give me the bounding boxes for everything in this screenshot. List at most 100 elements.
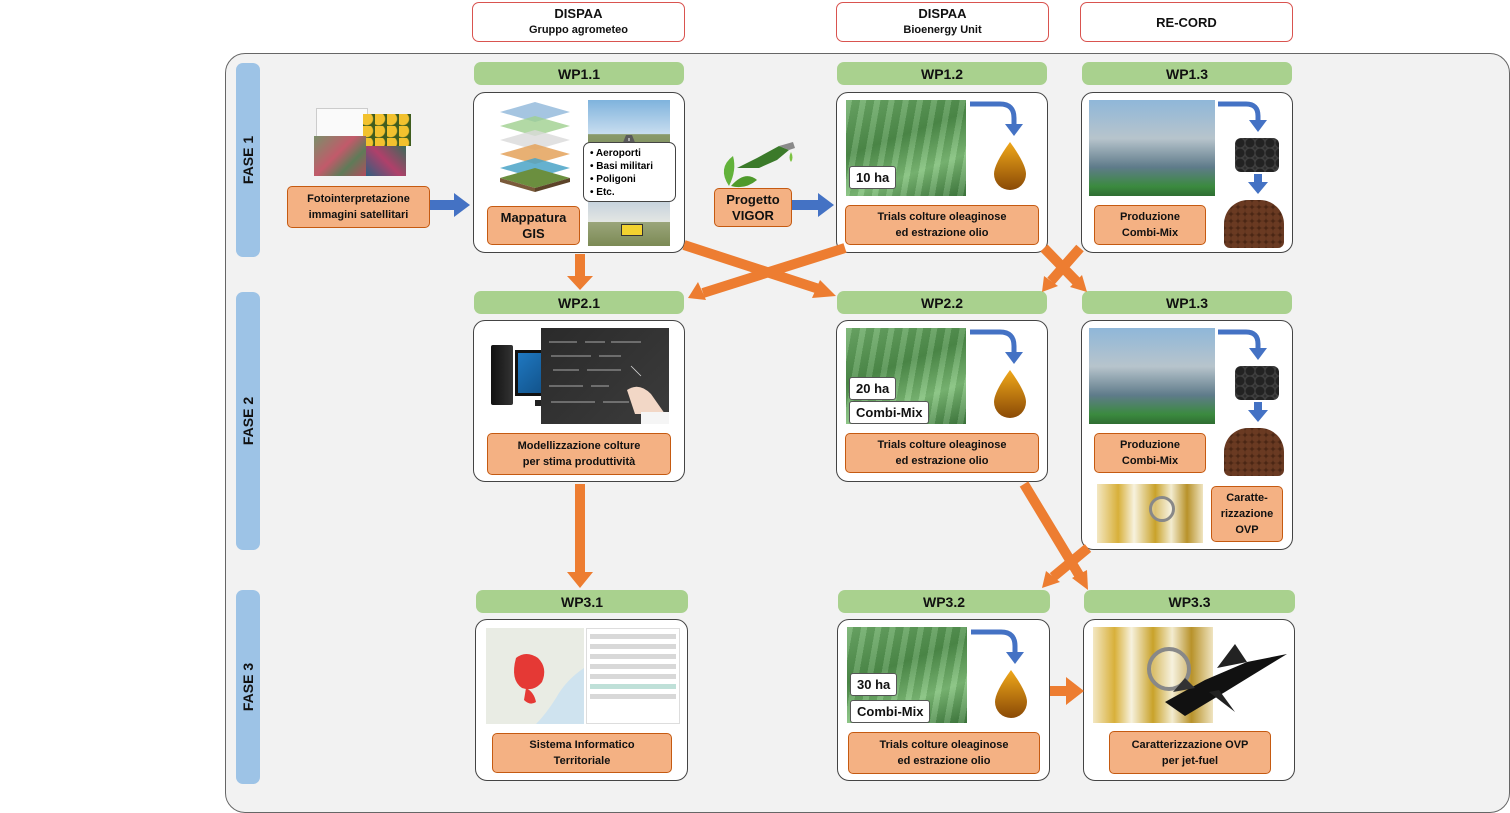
wp-header-wp11: WP1.1 xyxy=(474,62,684,85)
arrow-curve-wp13a xyxy=(1218,101,1261,122)
header-title: DISPAA xyxy=(554,6,603,21)
header-subtitle: Bioenergy Unit xyxy=(903,24,982,36)
arrowhead xyxy=(1070,275,1087,292)
oil-drop-icon xyxy=(995,670,1027,718)
label-fotointerpretazione: Fotointerpretazione immagini satellitari xyxy=(287,186,430,228)
chalkboard-formulas-image xyxy=(541,328,669,424)
pyrolysis-plant-image xyxy=(1089,100,1215,196)
label-trials-wp22: Trials colture oleaginose ed estrazione … xyxy=(845,433,1039,473)
label-line: immagini satellitari xyxy=(308,209,409,221)
label-line: Progetto xyxy=(726,191,780,207)
combi-mix-soil-image xyxy=(1224,200,1284,248)
label-modellizzazione: Modellizzazione colture per stima produt… xyxy=(487,433,671,475)
label-line: Combi-Mix xyxy=(1121,455,1179,467)
label-line: per jet-fuel xyxy=(1161,754,1219,767)
label-line: Mappatura xyxy=(500,209,567,225)
label-line: ed estrazione olio xyxy=(897,755,991,767)
fuel-nozzle-plant-icon xyxy=(707,138,799,190)
label-line: rizzazione xyxy=(1220,508,1274,520)
arrow-down-wp13a xyxy=(1248,174,1268,194)
arrowhead xyxy=(1005,352,1023,364)
wp-header-wp21: WP2.1 xyxy=(474,291,684,314)
biochar-image xyxy=(1235,366,1279,400)
label-caratterizzazione-jet-fuel: Caratterizzazione OVP per jet-fuel xyxy=(1109,731,1271,774)
label-line: OVP xyxy=(1235,524,1259,536)
header-record: RE-CORD xyxy=(1080,2,1293,42)
biochar-image xyxy=(1235,138,1279,172)
label-produzione-combi-mix-1: Produzione Combi-Mix xyxy=(1094,205,1206,245)
fighter-jet-icon xyxy=(1165,632,1289,722)
arrow-curve-wp13b xyxy=(1218,329,1261,350)
bullet-item: Basi militari xyxy=(590,160,669,173)
label-line: Caratterizzazione OVP xyxy=(1131,738,1249,751)
arrow-curve-wp22 xyxy=(970,329,1017,354)
label-line: per stima produttività xyxy=(522,456,636,468)
military-field-image xyxy=(588,202,670,246)
label-line: Produzione xyxy=(1120,211,1180,223)
sign-image xyxy=(621,224,643,236)
hectare-badge: 20 ha xyxy=(849,377,897,400)
magnifier-icon xyxy=(1149,496,1175,522)
combi-mix-soil-image xyxy=(1224,428,1284,476)
wp-header-wp32: WP3.2 xyxy=(838,590,1050,613)
label-line: Territoriale xyxy=(553,755,611,767)
arrow-wp13b-to-wp32 xyxy=(1049,544,1092,581)
crop-trials-field-image xyxy=(846,100,966,196)
bullet-item: Aeroporti xyxy=(590,147,669,160)
arrowhead xyxy=(688,282,706,300)
territorial-map-image xyxy=(486,628,584,724)
label-line: Sistema Informatico xyxy=(529,739,635,751)
gis-layers-image xyxy=(490,100,580,192)
satellite-false-color-image xyxy=(366,146,406,176)
label-line: Trials colture oleaginose xyxy=(877,211,1007,223)
label-produzione-combi-mix-2: Produzione Combi-Mix xyxy=(1094,433,1206,473)
arrow-gis-to-wp21 xyxy=(567,254,593,290)
arrowhead xyxy=(1042,276,1058,292)
label-line: ed estrazione olio xyxy=(895,227,989,239)
location-bullet-list: Aeroporti Basi militari Poligoni Etc. xyxy=(583,142,676,202)
label-progetto-vigor: Progetto VIGOR xyxy=(714,188,792,227)
arrow-wp21-to-wp31 xyxy=(567,484,593,588)
label-line: VIGOR xyxy=(732,207,774,223)
header-subtitle: Gruppo agrometeo xyxy=(528,24,628,36)
label-trials-wp12: Trials colture oleaginose ed estrazione … xyxy=(845,205,1039,245)
arrowhead xyxy=(1006,652,1024,664)
label-sistema-informatico: Sistema Informatico Territoriale xyxy=(492,733,672,773)
arrowhead xyxy=(1249,120,1267,132)
arrow-wp32-to-wp33 xyxy=(1050,677,1084,705)
arrowhead xyxy=(1249,348,1267,360)
label-line: Fotointerpretazione xyxy=(307,193,410,205)
arrowhead xyxy=(1072,570,1088,590)
arrow-curve-wp12 xyxy=(970,101,1017,126)
label-line: GIS xyxy=(522,225,545,241)
label-mappatura-gis: Mappatura GIS xyxy=(487,206,580,245)
combi-mix-badge: Combi-Mix xyxy=(850,700,931,723)
bullet-item: Etc. xyxy=(590,186,669,199)
arrow-foto-to-gis xyxy=(430,193,470,217)
label-line: Caratte- xyxy=(1226,492,1268,504)
phase-bar-2: FASE 2 xyxy=(236,292,260,550)
label-line: Trials colture oleaginose xyxy=(879,739,1009,751)
arrow-wp12-to-wp21 xyxy=(701,243,847,298)
sunflower-field-image xyxy=(363,114,411,146)
label-line: Produzione xyxy=(1120,439,1180,451)
arrows-layer xyxy=(430,101,1268,718)
wp-header-wp12: WP1.2 xyxy=(837,62,1047,85)
arrowhead xyxy=(1005,124,1023,136)
combi-mix-badge: Combi-Mix xyxy=(849,401,930,424)
header-dispaa-bioenergy: DISPAA Bioenergy Unit xyxy=(836,2,1049,42)
wp-header-wp31: WP3.1 xyxy=(476,590,688,613)
pyrolysis-plant-image xyxy=(1089,328,1215,424)
arrowhead xyxy=(1042,571,1060,588)
oil-bottles-magnifier-image xyxy=(1097,484,1203,543)
phase-bar-1: FASE 1 xyxy=(236,63,260,257)
label-caratterizzazione-ovp: Caratte- rizzazione OVP xyxy=(1211,486,1283,542)
oil-drop-icon xyxy=(994,370,1026,418)
label-line: ed estrazione olio xyxy=(895,455,989,467)
arrow-vigor-to-wp12 xyxy=(792,193,834,217)
arrow-down-wp13b xyxy=(1248,402,1268,422)
satellite-red-image xyxy=(314,136,366,176)
arrow-wp13a-to-wp22 xyxy=(1047,244,1084,285)
label-trials-wp32: Trials colture oleaginose ed estrazione … xyxy=(848,732,1040,774)
wp-header-wp13a: WP1.3 xyxy=(1082,62,1292,85)
